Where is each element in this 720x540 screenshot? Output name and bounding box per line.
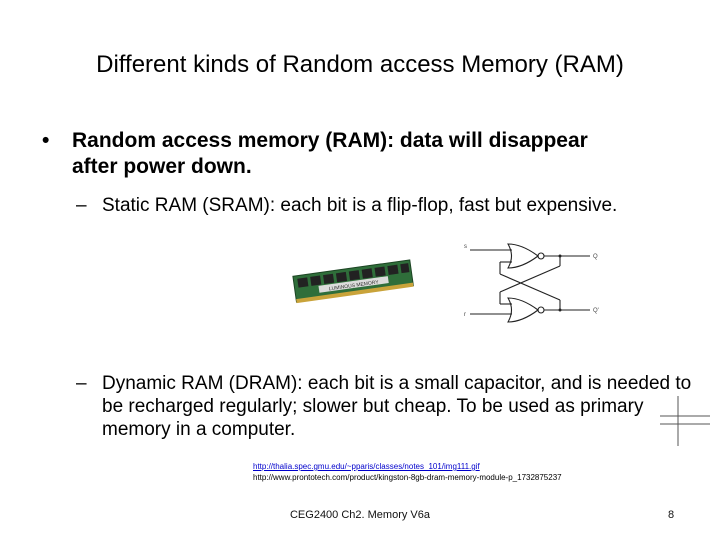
reference-links: http://thalia.spec.gmu.edu/~pparis/class… bbox=[253, 461, 693, 483]
decorative-cross-lines bbox=[660, 396, 710, 446]
main-bullet-text: Random access memory (RAM): data will di… bbox=[72, 129, 588, 178]
reference-text-ram: http://www.prontotech.com/product/kingst… bbox=[253, 473, 562, 482]
sub-bullet-sram-text: Static RAM (SRAM): each bit is a flip-fl… bbox=[102, 195, 618, 216]
sub-bullet-dram-text: Dynamic RAM (DRAM): each bit is a small … bbox=[102, 373, 692, 440]
circuit-label-q: Q bbox=[593, 254, 598, 260]
page-number: 8 bbox=[668, 509, 675, 521]
footer-text: CEG2400 Ch2. Memory V6a bbox=[289, 509, 430, 521]
circuit-label-s: s bbox=[464, 244, 467, 250]
slide-title: Different kinds of Random access Memory … bbox=[96, 51, 624, 78]
sr-latch-diagram: s r Q Q' bbox=[464, 243, 599, 323]
circuit-label-q-bar: Q' bbox=[593, 308, 599, 314]
sub-bullet-marker: – bbox=[76, 373, 87, 394]
sub-bullet-marker: – bbox=[76, 195, 87, 216]
bullet-marker: • bbox=[42, 129, 50, 152]
circuit-label-r: r bbox=[464, 312, 466, 318]
ram-module-image: LUMINOUS MEMORY bbox=[292, 259, 414, 304]
reference-link-circuit[interactable]: http://thalia.spec.gmu.edu/~pparis/class… bbox=[253, 462, 480, 471]
